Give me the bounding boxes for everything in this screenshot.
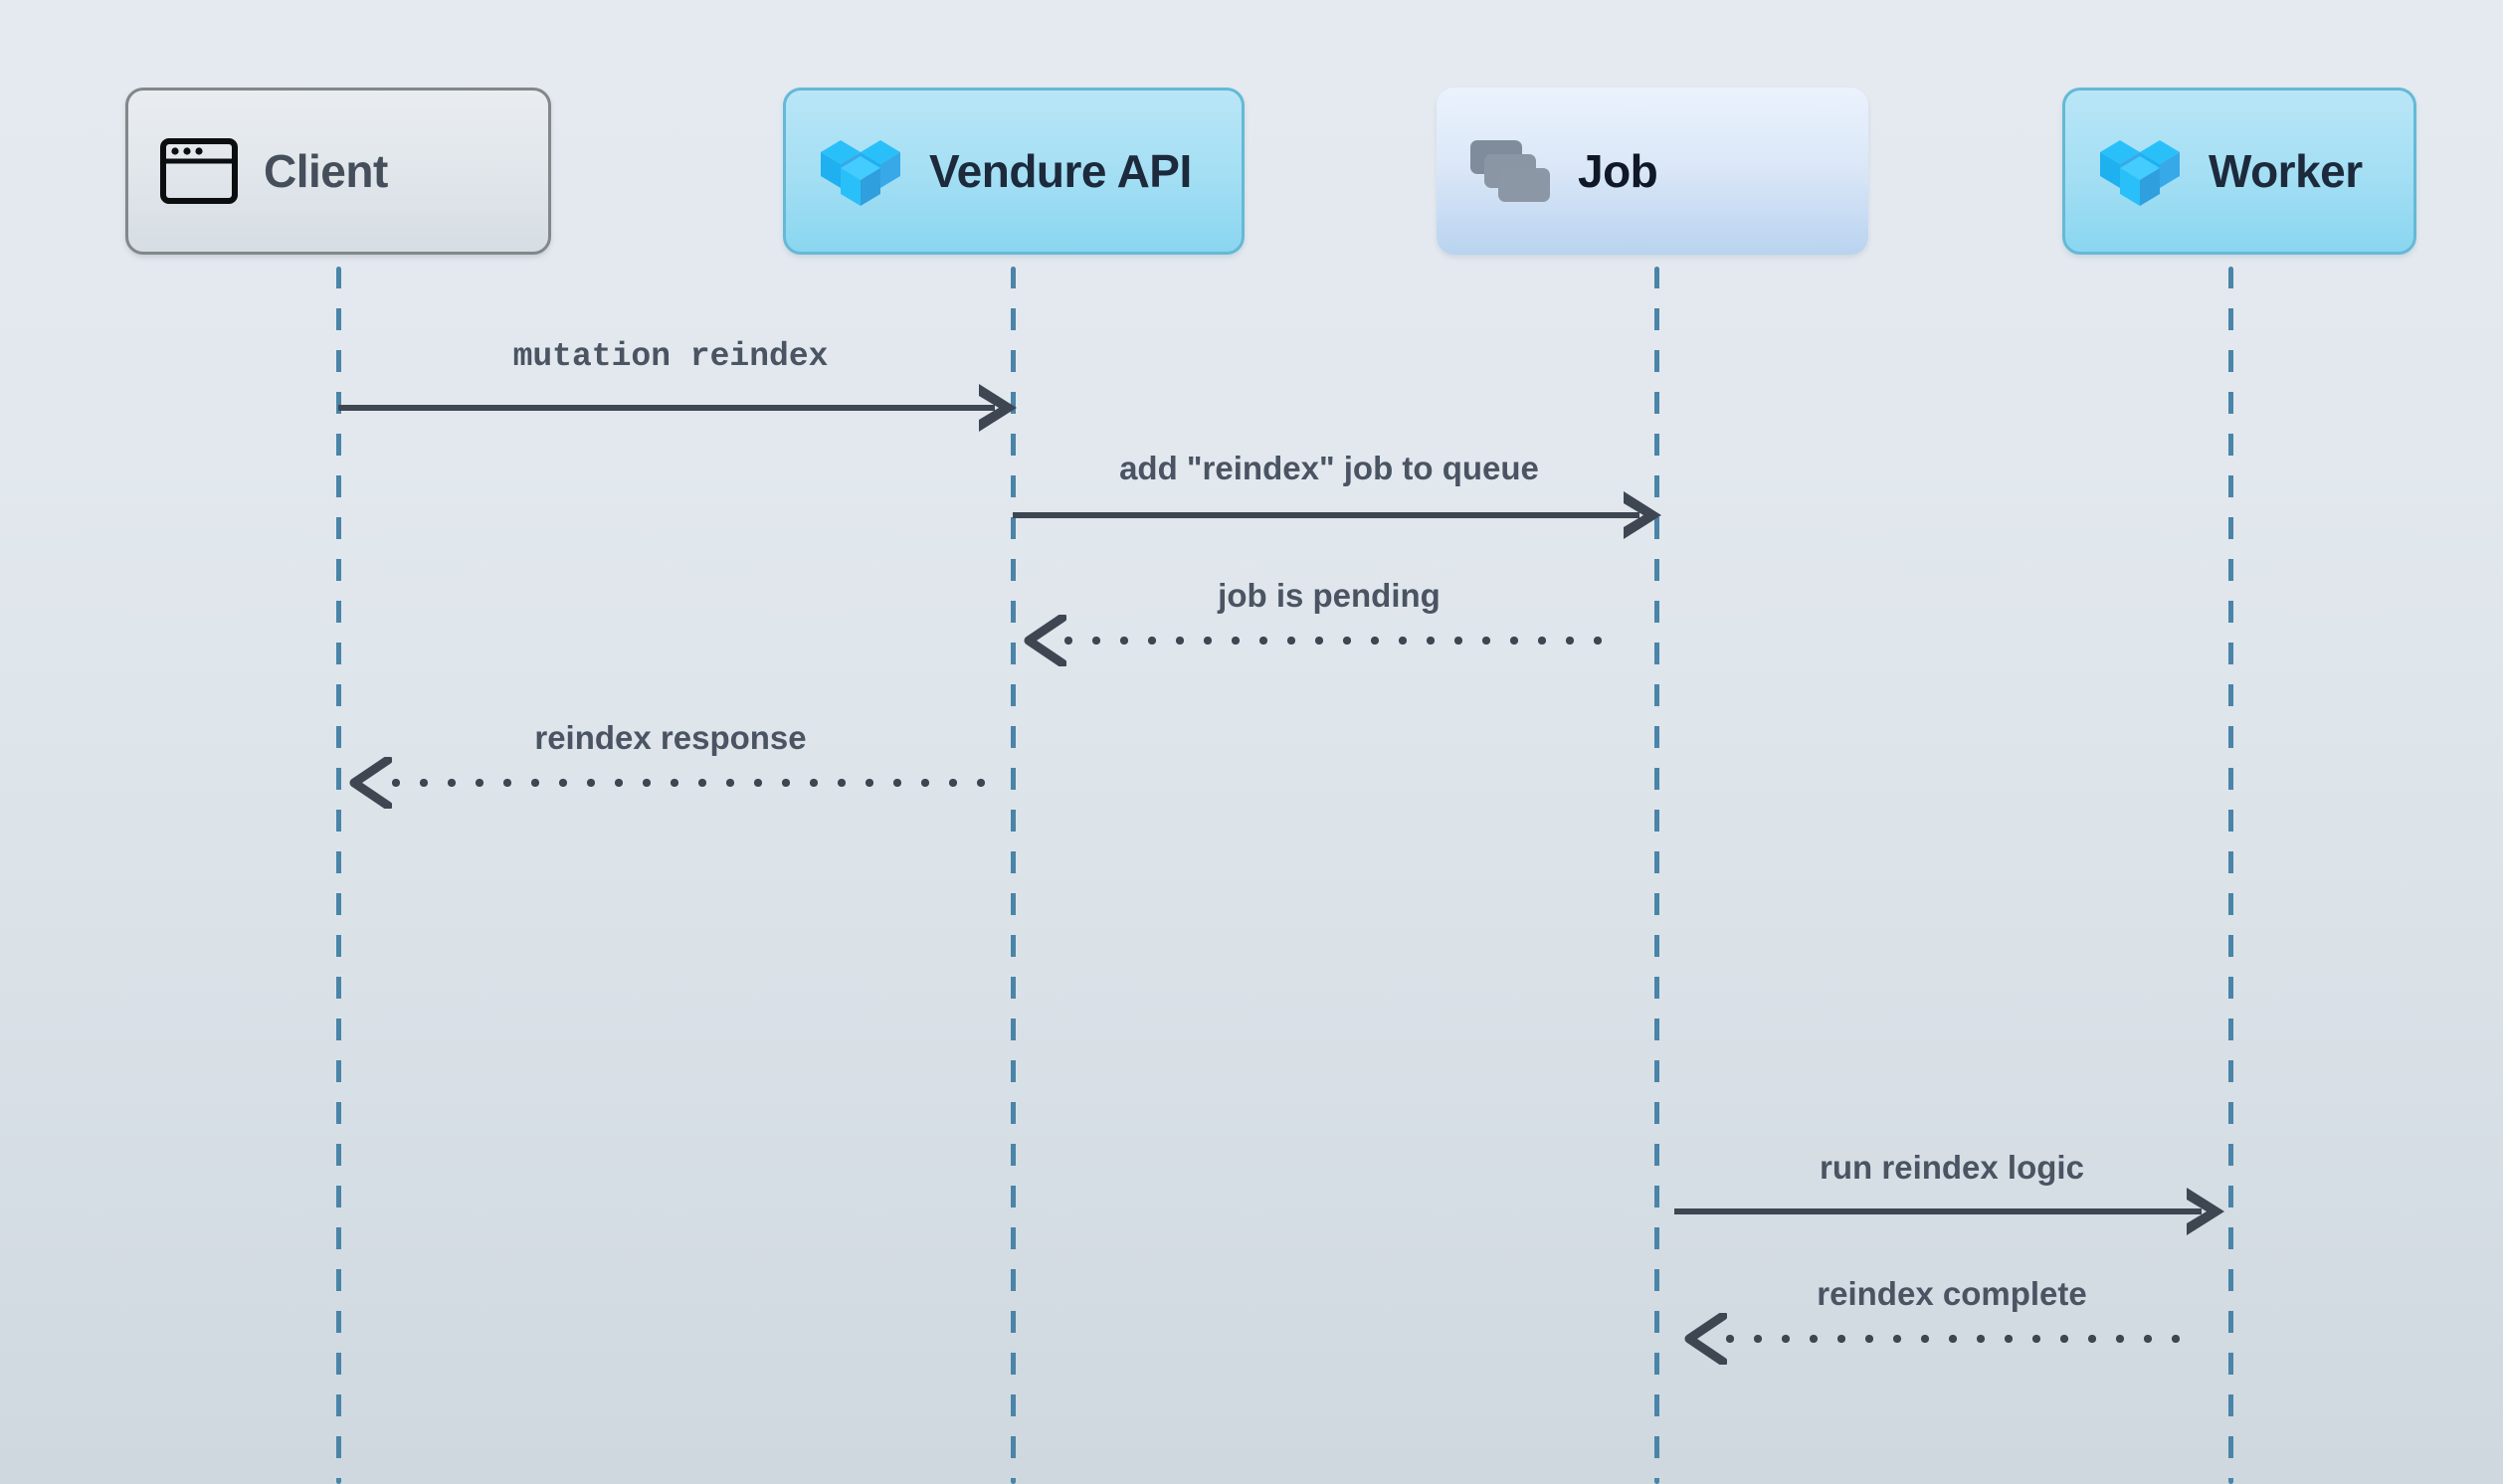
participant-label: Client xyxy=(264,145,388,197)
message-label-m3: job is pending xyxy=(1218,577,1441,614)
vendure-cubes-logo xyxy=(818,134,903,208)
arrowhead-right-m2 xyxy=(1622,489,1663,541)
participant-label: Job xyxy=(1578,145,1658,197)
vendure-cubes-logo xyxy=(2097,134,2183,208)
message-line-m1 xyxy=(338,405,995,411)
arrowhead-right-m5 xyxy=(2185,1186,2226,1237)
stacked-cards-icon xyxy=(1468,138,1552,204)
arrowhead-left-m3 xyxy=(1023,613,1067,668)
arrowhead-right-m1 xyxy=(977,382,1019,434)
arrowhead-left-m4 xyxy=(348,755,393,811)
lifeline-job xyxy=(1654,267,1659,1484)
arrowhead-left-m6 xyxy=(1683,1311,1728,1367)
participant-label: Vendure API xyxy=(929,145,1192,197)
browser-window-icon xyxy=(160,138,238,204)
participant-vendure-api[interactable]: Vendure API xyxy=(783,88,1245,255)
message-line-m2 xyxy=(1013,512,1639,518)
message-label-m2: add "reindex" job to queue xyxy=(1119,450,1539,486)
lifeline-worker xyxy=(2228,267,2233,1484)
message-label-m5: run reindex logic xyxy=(1820,1149,2084,1186)
message-line-m5 xyxy=(1674,1208,2202,1214)
message-label-m4: reindex response xyxy=(534,719,807,756)
message-label-m1: mutation reindex xyxy=(512,338,829,375)
message-line-m3 xyxy=(1055,637,1612,645)
lifeline-client xyxy=(336,267,341,1484)
lifeline-vendure-api xyxy=(1011,267,1016,1484)
participant-worker[interactable]: Worker xyxy=(2062,88,2416,255)
message-line-m4 xyxy=(382,779,993,787)
participant-job[interactable]: Job xyxy=(1437,88,1868,255)
participant-label: Worker xyxy=(2209,145,2363,197)
participant-client[interactable]: Client xyxy=(125,88,551,255)
message-label-m6: reindex complete xyxy=(1817,1275,2087,1312)
message-line-m6 xyxy=(1716,1335,2196,1343)
